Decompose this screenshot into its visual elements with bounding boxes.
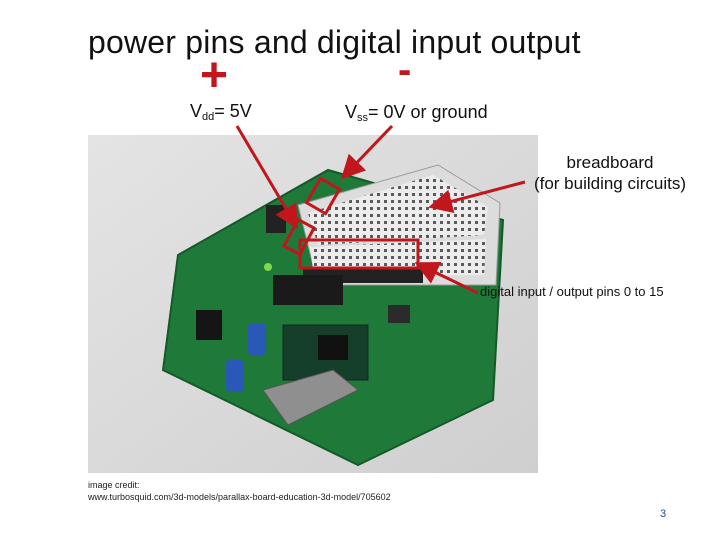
breadboard-label-line2: (for building circuits) bbox=[533, 174, 687, 194]
board-illustration bbox=[88, 135, 538, 473]
io-callout: digital input / output pins 0 to 15 bbox=[480, 284, 664, 299]
vdd-value: = 5V bbox=[214, 101, 252, 121]
vss-v: V bbox=[345, 102, 358, 122]
serial-connector bbox=[262, 369, 359, 426]
board-photo bbox=[88, 135, 538, 473]
image-credit: image credit: www.turbosquid.com/3d-mode… bbox=[88, 480, 391, 503]
vss-label: Vss= 0V or ground bbox=[345, 102, 488, 124]
vdd-label: Vdd= 5V bbox=[190, 101, 252, 123]
plus-sign: + bbox=[200, 49, 229, 102]
vss-sub: ss bbox=[357, 112, 369, 124]
vdd-sub: dd bbox=[202, 111, 215, 123]
power-header bbox=[266, 205, 286, 233]
slide-title: power pins and digital input output bbox=[88, 24, 581, 60]
minus-sign: - bbox=[398, 48, 412, 92]
page-number: 3 bbox=[660, 508, 667, 520]
credit-heading: image credit: bbox=[88, 480, 140, 490]
vdd-v: V bbox=[190, 101, 203, 121]
breadboard-callout: breadboard (for building circuits) bbox=[520, 152, 700, 195]
breadboard-label-line1: breadboard bbox=[566, 153, 654, 172]
vss-value: = 0V or ground bbox=[368, 102, 488, 122]
credit-url: www.turbosquid.com/3d-models/parallax-bo… bbox=[88, 491, 391, 502]
